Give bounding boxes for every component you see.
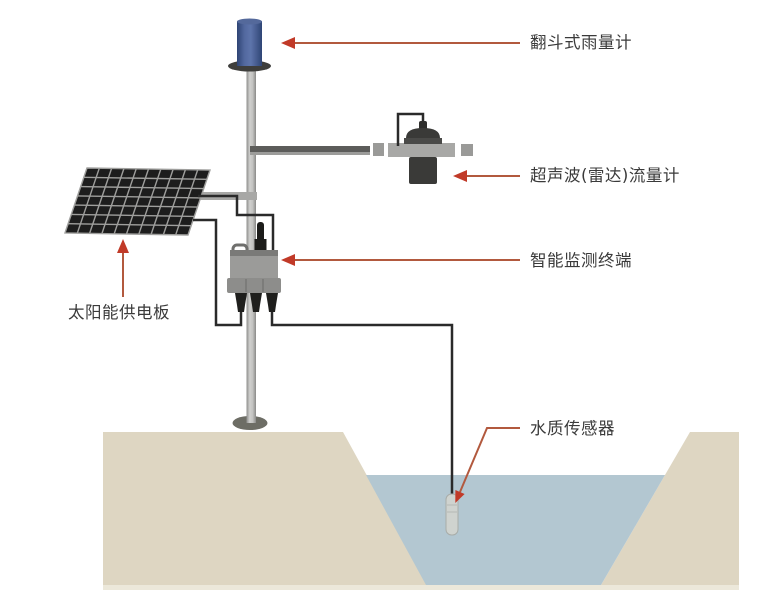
- flow-meter-body: [409, 157, 437, 184]
- flow-meter-cable: [396, 112, 425, 146]
- annotation-flow-meter: 超声波(雷达)流量计: [453, 166, 680, 185]
- label-terminal: 智能监测终端: [530, 251, 632, 270]
- terminal-connector-middle: [250, 293, 262, 312]
- arrowhead: [281, 254, 295, 266]
- rain-gauge-top: [237, 18, 262, 25]
- terminal-box-top: [230, 250, 278, 256]
- arm-bracket-plate: [388, 143, 455, 157]
- arm-rod-highlight: [250, 152, 370, 155]
- ground: [103, 432, 739, 590]
- water-quality-sensor: [445, 493, 459, 536]
- terminal: [227, 222, 281, 312]
- annotation-terminal: 智能监测终端: [281, 251, 632, 270]
- sensor-probe: [445, 493, 459, 536]
- mounting-pole: [232, 67, 268, 430]
- annotation-rain-gauge: 翻斗式雨量计: [281, 33, 632, 52]
- solar-panel-assembly: [64, 167, 257, 236]
- arrowhead: [453, 170, 467, 182]
- pole: [246, 67, 256, 423]
- water-channel: [366, 475, 665, 585]
- solar-panel-grid: [68, 167, 207, 236]
- label-rain-gauge: 翻斗式雨量计: [530, 33, 632, 52]
- rain-gauge: [228, 18, 271, 72]
- ground-right-bank: [601, 432, 739, 585]
- arm-clamp-outer: [461, 144, 473, 156]
- flow-meter: [396, 112, 442, 184]
- terminal-antenna-base: [254, 239, 267, 253]
- label-solar-panel: 太阳能供电板: [68, 303, 170, 322]
- solar-cable-upper: [198, 194, 275, 256]
- arrowhead: [117, 239, 129, 253]
- arrowhead: [281, 37, 295, 49]
- label-flow-meter: 超声波(雷达)流量计: [530, 166, 680, 185]
- sensor-arm: [250, 143, 473, 157]
- annotation-line: [459, 427, 520, 493]
- annotation-water-sensor: 水质传感器: [455, 419, 615, 503]
- arrowhead: [455, 490, 465, 503]
- annotation-solar-panel: 太阳能供电板: [68, 239, 170, 322]
- label-water-sensor: 水质传感器: [530, 419, 615, 438]
- terminal-lower-flange: [227, 278, 281, 293]
- water-sensor-cable: [270, 308, 454, 497]
- terminal-connector-right: [266, 293, 278, 312]
- annotations: 翻斗式雨量计 超声波(雷达)流量计 智能监测终端 太阳能供电板 水质传感器: [68, 33, 680, 503]
- terminal-connector-left: [235, 293, 247, 312]
- rain-gauge-body: [237, 21, 262, 66]
- ground-edge-strip: [103, 585, 739, 590]
- ground-left-bank: [103, 432, 427, 585]
- flow-meter-cap-band: [404, 138, 442, 144]
- arm-rod: [250, 146, 370, 152]
- arm-clamp-inner: [373, 143, 384, 156]
- solar-cable-lower: [193, 218, 243, 327]
